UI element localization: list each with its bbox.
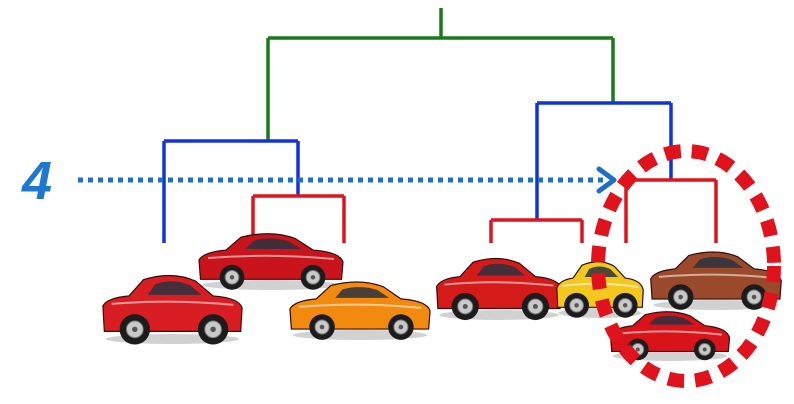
circled-cluster-merge [624, 178, 718, 243]
hotrod-pair-merge [489, 218, 584, 243]
dendrogram-links [162, 8, 718, 243]
orange-datsun-icon [289, 281, 431, 340]
red-cobra-roadster-icon [102, 274, 243, 345]
right-cluster-merge [535, 101, 673, 220]
cluster-highlight-ellipse [591, 144, 781, 388]
red-hot-rod-icon [435, 257, 563, 321]
left-cluster-merge [162, 139, 300, 243]
root-merge [266, 8, 615, 141]
brown-hot-rod-icon [650, 251, 782, 310]
cut-height-label: 4 [21, 151, 52, 211]
red-custom-coupe-icon [609, 311, 731, 361]
leaf-cars [102, 233, 782, 361]
red-ferrari-coupe-icon [198, 233, 344, 290]
cut-line [78, 166, 617, 194]
